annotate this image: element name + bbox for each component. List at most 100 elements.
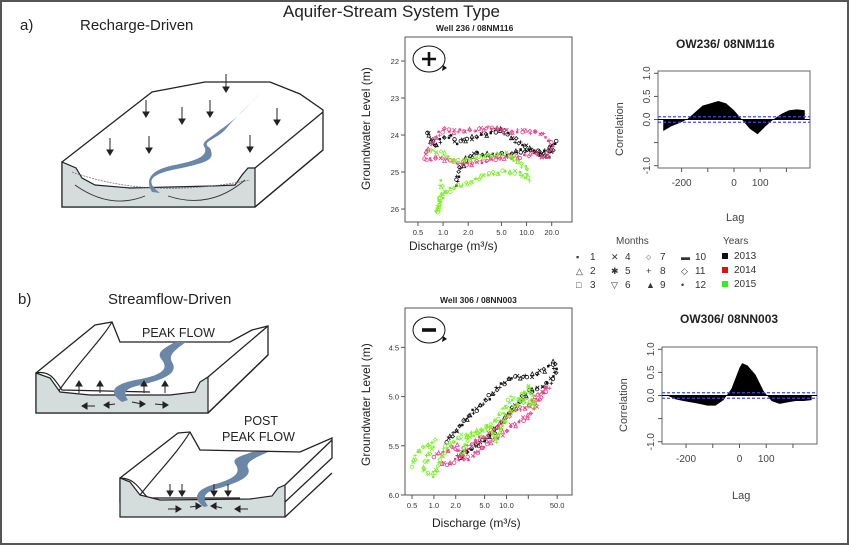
data-point (432, 437, 438, 443)
data-point (476, 154, 482, 159)
data-point (462, 159, 467, 164)
x-tick-label: 50.0 (550, 501, 565, 510)
x-tick-label: -200 (676, 454, 696, 465)
data-point (522, 405, 528, 411)
data-point (531, 394, 534, 397)
data-point (493, 157, 498, 163)
data-point (433, 153, 439, 159)
legend-month-item: ✱5 (611, 265, 631, 277)
data-point (464, 162, 469, 168)
data-point (550, 147, 556, 153)
data-point (468, 157, 473, 162)
data-point (451, 430, 455, 435)
loop-arrow-icon (442, 336, 447, 342)
month-marker-icon: ◇ (681, 266, 688, 276)
month-label: 4 (625, 252, 631, 263)
data-point (545, 154, 550, 159)
y-tick-label: 23 (391, 94, 399, 103)
data-point (488, 440, 494, 446)
data-point (432, 475, 435, 479)
data-point (548, 147, 553, 152)
data-point (478, 435, 481, 439)
peak-flow-label: PEAK FLOW (142, 326, 215, 340)
data-point (446, 155, 449, 158)
data-point (444, 462, 450, 468)
data-point (473, 451, 476, 454)
data-point (474, 177, 477, 181)
panel-b-letter: b) (18, 291, 32, 308)
x-tick-label: 100 (752, 178, 769, 189)
x-tick-label: 0 (731, 178, 737, 189)
data-point (429, 447, 435, 452)
data-point (506, 376, 512, 382)
year-swatch (722, 281, 728, 288)
data-point (519, 165, 524, 169)
data-point (439, 200, 443, 203)
y-tick-label: 5.5 (389, 442, 399, 451)
data-point (523, 148, 528, 153)
data-point (478, 403, 483, 408)
data-point (457, 161, 460, 164)
data-point (541, 366, 547, 372)
data-point (467, 447, 470, 451)
data-point (456, 169, 462, 175)
data-point (452, 446, 458, 452)
data-point (519, 393, 525, 399)
recharge-driven-diagram (61, 74, 324, 208)
ccf1-xlabel: Lag (726, 212, 745, 224)
data-point (526, 383, 531, 388)
scatter2-ylabel: Groundwater Level (m) (359, 343, 373, 466)
data-point (442, 157, 447, 163)
data-point (489, 125, 495, 131)
data-point (476, 176, 482, 182)
data-point (467, 434, 472, 440)
recharge-arrows (106, 74, 281, 156)
data-point (467, 127, 473, 133)
data-point (543, 149, 546, 153)
y-tick-label: 0.5 (646, 365, 657, 379)
data-point (554, 138, 559, 144)
month-label: 8 (660, 266, 666, 277)
data-point (488, 155, 494, 161)
panel-a-type-label: Recharge-Driven (80, 17, 194, 34)
y-tick-label: 0.5 (642, 89, 653, 103)
data-point (413, 457, 418, 462)
data-point (461, 129, 467, 134)
y-tick-label: 26 (391, 205, 399, 214)
data-point (522, 144, 528, 149)
data-point (549, 140, 554, 145)
scatter2-xlabel: Discharge (m³/s) (432, 516, 521, 530)
data-point (498, 385, 502, 390)
data-point (525, 412, 530, 418)
data-point (516, 397, 521, 402)
month-label: 5 (625, 266, 631, 277)
data-point (432, 141, 435, 144)
data-point (452, 127, 457, 133)
data-point (467, 157, 473, 163)
data-point (499, 126, 505, 132)
data-point (535, 153, 539, 157)
legend-month-item: +8 (646, 265, 666, 277)
x-tick-label: 10.0 (519, 228, 534, 237)
data-point (502, 404, 508, 410)
data-point (452, 186, 457, 190)
data-point (436, 202, 442, 208)
ccf2-title: OW306/ 08NN003 (680, 312, 779, 326)
data-point (447, 439, 452, 445)
data-point (436, 449, 442, 455)
data-point (442, 149, 448, 155)
data-point (442, 196, 445, 200)
data-point (424, 157, 429, 163)
y-tick-label: 25 (391, 168, 399, 177)
data-point (544, 386, 547, 389)
data-point (479, 131, 484, 136)
data-point (433, 150, 439, 155)
stream-channel (113, 342, 186, 402)
data-point (449, 134, 453, 137)
data-point (428, 157, 432, 160)
data-point (521, 143, 524, 147)
data-point (489, 391, 495, 396)
legend-month-item: •12 (681, 279, 706, 291)
data-point (528, 390, 533, 396)
data-point (500, 433, 505, 438)
